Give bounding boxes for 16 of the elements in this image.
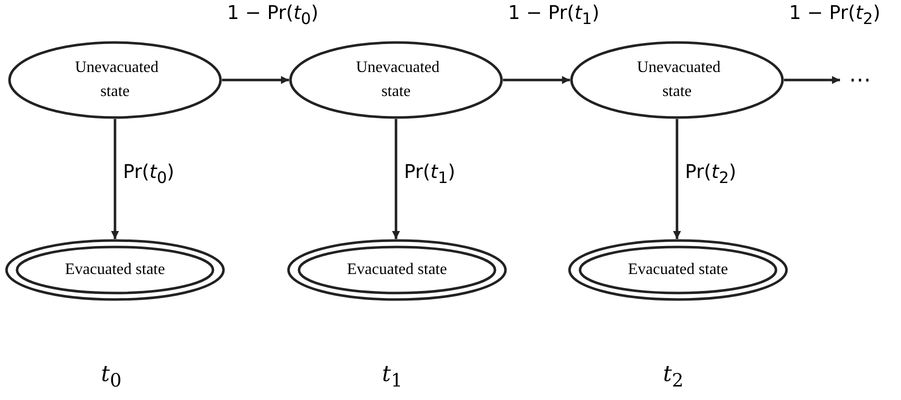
time-label: t$_{0}$ — [101, 362, 122, 392]
time-label: t$_{2}$ — [663, 362, 684, 392]
state-ellipse: Unevacuated state — [570, 41, 784, 119]
arrow — [503, 76, 570, 84]
arrow — [673, 119, 681, 239]
final-state-double-ellipse: Evacuated state — [568, 239, 788, 301]
state-ellipse: Unevacuated state — [289, 41, 503, 119]
ellipsis-text: ⋯ — [840, 70, 880, 90]
arrow — [392, 119, 400, 239]
final-state-double-ellipse: Evacuated state — [5, 239, 225, 301]
time-label: t$_{1}$ — [382, 362, 403, 392]
arrow — [111, 119, 119, 239]
state-ellipse: Unevacuated state — [8, 41, 222, 119]
arrow — [784, 76, 840, 84]
final-state-double-ellipse: Evacuated state — [287, 239, 507, 301]
arrow — [222, 76, 289, 84]
